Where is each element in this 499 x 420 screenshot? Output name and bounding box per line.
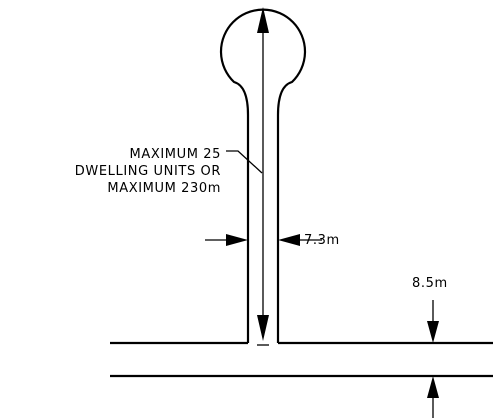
note-line-1: MAXIMUM 25 [129, 147, 221, 162]
length-note: MAXIMUM 25 DWELLING UNITS OR MAXIMUM 230… [75, 146, 221, 197]
width-arrow-right [278, 234, 300, 246]
setback-label: 8.5m [412, 276, 448, 291]
width-arrow-left [226, 234, 248, 246]
length-arrow-top [257, 7, 269, 33]
road-width-label: 7.3m [304, 233, 340, 248]
note-leader [226, 150, 263, 174]
note-line-2: DWELLING UNITS OR [74, 164, 221, 179]
length-arrow-bottom [257, 315, 269, 341]
depth-arrow-bottom [427, 376, 439, 398]
note-line-3: MAXIMUM 230m [107, 181, 221, 196]
depth-arrow-top [427, 321, 439, 343]
